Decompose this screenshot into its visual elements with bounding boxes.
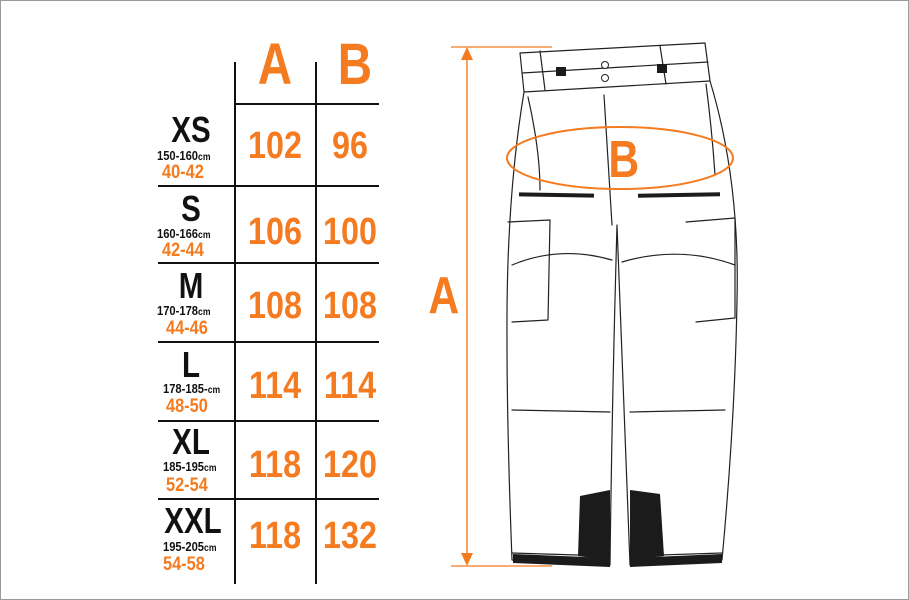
row-divider <box>158 341 379 343</box>
row-divider <box>158 262 379 264</box>
table-divider-left <box>234 62 236 584</box>
size-code: XXL <box>164 500 222 541</box>
height-range: 150-160cm <box>157 148 211 163</box>
pants-outline <box>506 42 738 566</box>
size-code: S <box>181 188 201 229</box>
value-a: 102 <box>248 125 302 167</box>
size-code: XL <box>172 421 210 462</box>
eu-size: 52-54 <box>166 475 208 496</box>
row-divider <box>158 185 379 187</box>
value-b: 100 <box>323 211 377 253</box>
column-header-b: B <box>337 32 373 97</box>
value-b: 108 <box>323 285 377 327</box>
header-underline <box>235 103 379 105</box>
eu-size: 44-46 <box>166 318 208 339</box>
height-range: 185-195cm <box>163 459 217 474</box>
eu-size: 48-50 <box>166 396 208 417</box>
size-code: M <box>178 265 204 306</box>
waist-measure-ellipse <box>506 126 734 190</box>
eu-size: 54-58 <box>163 554 205 575</box>
value-a: 118 <box>248 444 302 486</box>
eu-size: 42-44 <box>162 240 204 261</box>
value-b: 96 <box>332 125 368 167</box>
length-arrow <box>451 46 552 567</box>
value-a: 106 <box>248 211 302 253</box>
value-b: 114 <box>323 365 377 407</box>
size-code: XS <box>171 109 211 150</box>
height-range: 160-166cm <box>157 226 211 241</box>
column-header-a: A <box>257 32 293 97</box>
eu-size: 40-42 <box>162 162 204 183</box>
row-divider <box>158 420 379 422</box>
row-divider <box>158 498 379 500</box>
pants-dark-details <box>513 64 722 567</box>
value-a: 108 <box>248 285 302 327</box>
height-range: 178-185-cm <box>163 381 221 396</box>
table-divider-middle <box>315 62 317 584</box>
waistband-buttons <box>601 61 609 82</box>
height-range: 195-205cm <box>163 539 217 554</box>
diagram-label-b: B <box>608 131 640 189</box>
value-b: 120 <box>323 444 377 486</box>
height-range: 170-178cm <box>157 303 211 318</box>
value-a: 114 <box>248 365 302 407</box>
diagram-label-a: A <box>428 267 460 325</box>
value-b: 132 <box>323 515 377 557</box>
size-code: L <box>181 344 201 385</box>
value-a: 118 <box>248 515 302 557</box>
